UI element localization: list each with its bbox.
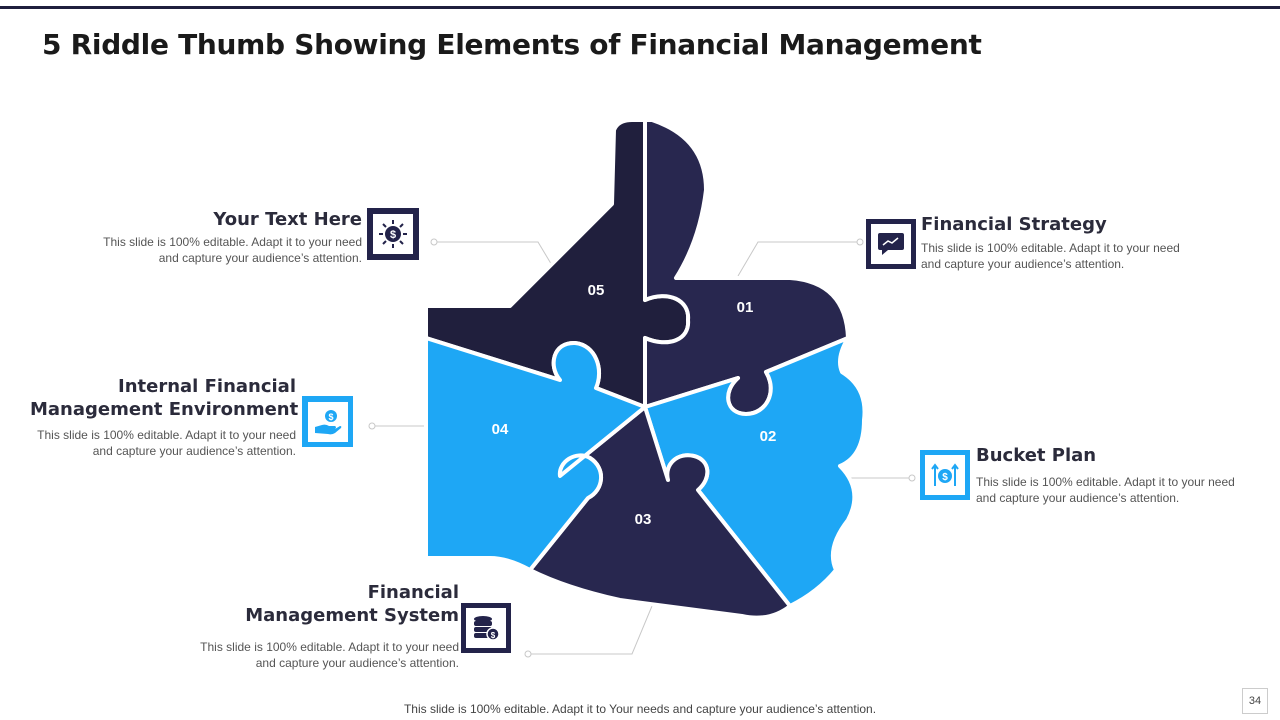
desc-line: This slide is 100% editable. Adapt it to… <box>976 474 1235 490</box>
heading-your-text-here: Your Text Here <box>160 208 362 231</box>
footer-note: This slide is 100% editable. Adapt it to… <box>0 702 1280 716</box>
icon-box-bucket-plan: $ <box>920 450 970 500</box>
heading-line: Management System <box>240 604 459 627</box>
piece-number-02: 02 <box>760 428 777 445</box>
icon-box-your-text-here: $ <box>367 208 419 260</box>
heading-line: Management Environment <box>30 398 296 421</box>
piece-number-05: 05 <box>588 282 605 299</box>
hand-coin-icon: $ <box>308 402 348 442</box>
desc-line: This slide is 100% editable. Adapt it to… <box>140 639 459 655</box>
piece-number-04: 04 <box>492 421 509 438</box>
heading-line: Financial <box>240 581 459 604</box>
desc-line: and capture your audience’s attention. <box>40 250 362 266</box>
svg-text:$: $ <box>942 472 948 483</box>
icon-box-financial-strategy <box>866 219 916 269</box>
desc-financial-strategy: This slide is 100% editable. Adapt it to… <box>921 240 1180 272</box>
svg-text:$: $ <box>491 631 496 640</box>
coin-stack-gear-icon: $ <box>466 608 506 648</box>
heading-internal-financial-management-environment: Internal Financial Management Environmen… <box>30 375 296 421</box>
heading-line: Internal Financial <box>30 375 296 398</box>
piece-number-01: 01 <box>737 299 754 316</box>
connector-01 <box>738 242 860 276</box>
heading-bucket-plan: Bucket Plan <box>976 444 1096 467</box>
dollar-arrows-icon: $ <box>925 455 965 495</box>
connector-03 <box>528 606 652 654</box>
desc-line: and capture your audience’s attention. <box>0 443 296 459</box>
desc-line: This slide is 100% editable. Adapt it to… <box>40 234 362 250</box>
heading-financial-strategy: Financial Strategy <box>921 213 1107 236</box>
chat-chart-icon <box>871 224 911 264</box>
icon-box-financial-management-system: $ <box>461 603 511 653</box>
connector-05 <box>434 242 556 272</box>
dollar-gear-icon: $ <box>373 214 413 254</box>
icon-box-internal-financial-management-environment: $ <box>302 396 353 447</box>
desc-line: and capture your audience’s attention. <box>140 655 459 671</box>
desc-internal-financial-management-environment: This slide is 100% editable. Adapt it to… <box>0 427 296 459</box>
svg-text:$: $ <box>328 412 333 422</box>
desc-line: and capture your audience’s attention. <box>976 490 1235 506</box>
desc-line: This slide is 100% editable. Adapt it to… <box>0 427 296 443</box>
desc-your-text-here: This slide is 100% editable. Adapt it to… <box>40 234 362 266</box>
desc-bucket-plan: This slide is 100% editable. Adapt it to… <box>976 474 1235 506</box>
desc-line: This slide is 100% editable. Adapt it to… <box>921 240 1180 256</box>
svg-text:$: $ <box>390 229 396 241</box>
piece-number-03: 03 <box>635 511 652 528</box>
desc-line: and capture your audience’s attention. <box>921 256 1180 272</box>
desc-financial-management-system: This slide is 100% editable. Adapt it to… <box>140 639 459 671</box>
heading-financial-management-system: Financial Management System <box>240 581 459 627</box>
page-number: 34 <box>1242 688 1268 714</box>
